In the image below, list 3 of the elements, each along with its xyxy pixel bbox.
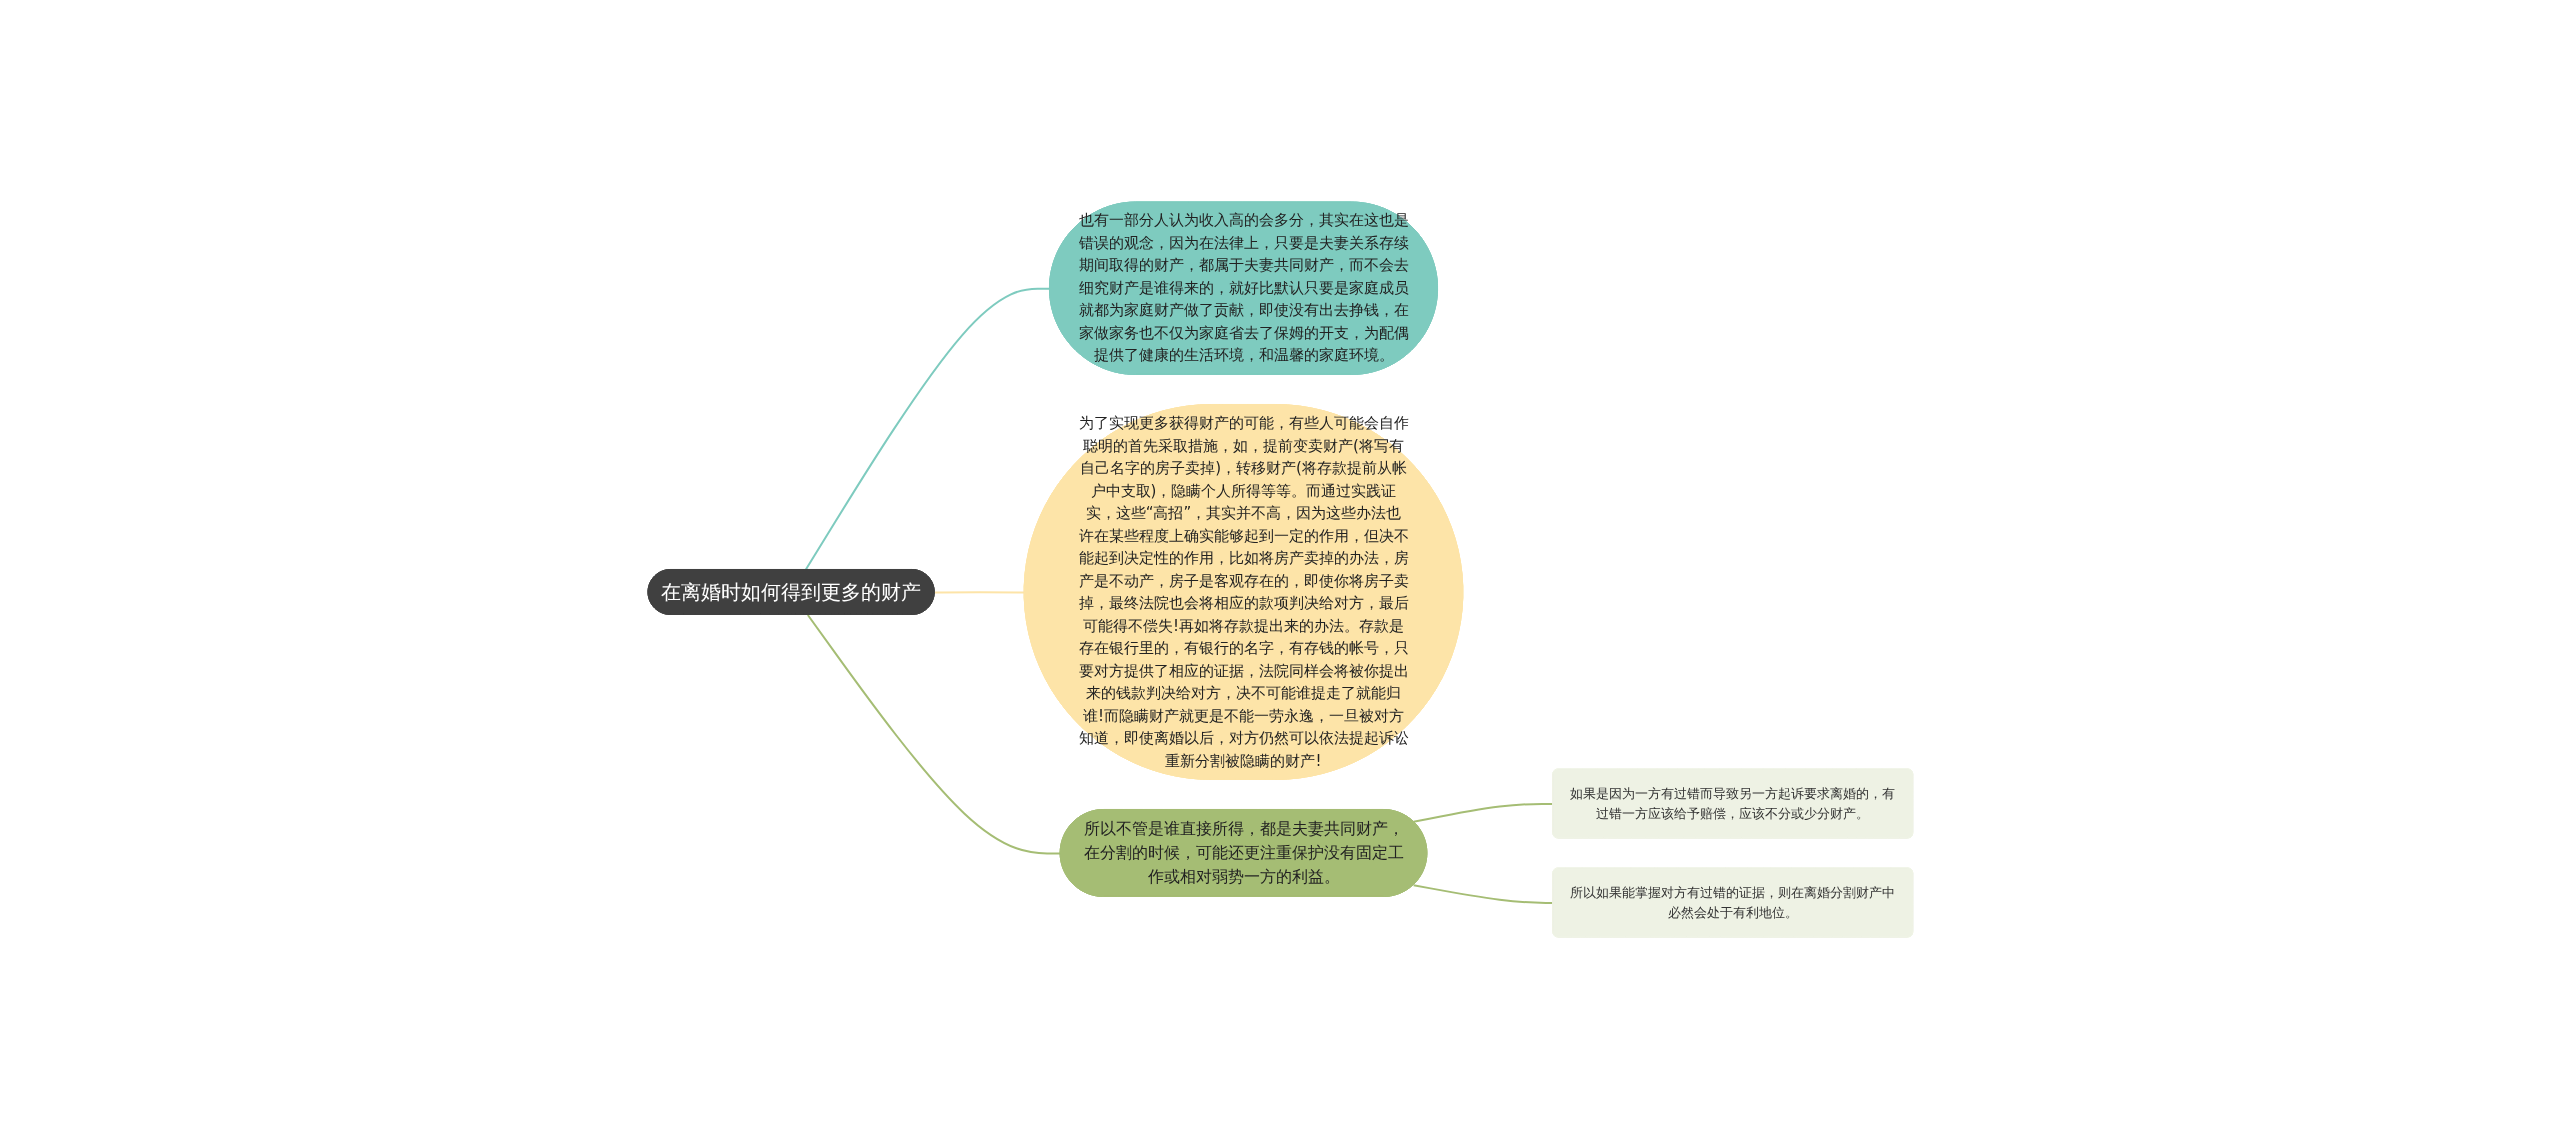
connector <box>1412 802 1554 823</box>
connector <box>1412 884 1554 904</box>
connector <box>804 287 1051 571</box>
